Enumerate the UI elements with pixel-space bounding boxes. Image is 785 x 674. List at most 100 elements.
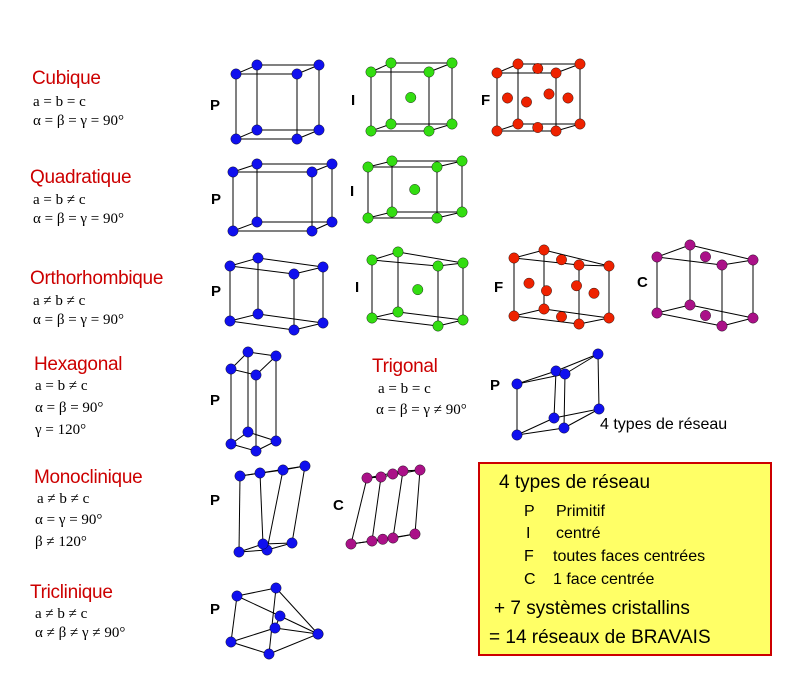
corner-atom <box>227 166 239 178</box>
corner-atom <box>299 460 311 472</box>
corner-atom <box>250 369 262 381</box>
system-param: a = b ≠ c <box>35 378 88 394</box>
lattice-edge <box>350 477 368 545</box>
corner-atom <box>291 68 303 80</box>
base-center-atom <box>377 533 389 545</box>
lattice-edge <box>371 259 439 267</box>
corner-atom <box>684 299 696 311</box>
corner-atom <box>446 57 458 69</box>
corner-atom <box>392 306 404 318</box>
system-param: a = b = c <box>33 94 86 110</box>
corner-atom <box>251 124 263 136</box>
lattice-edge <box>513 257 580 266</box>
system-param: β ≠ 120° <box>35 534 87 550</box>
face-center-atom <box>543 88 555 100</box>
lattice-edge <box>230 595 238 643</box>
lattice-edge <box>268 587 277 655</box>
corner-atom <box>366 535 378 547</box>
corner-atom <box>288 324 300 336</box>
corner-atom <box>270 435 282 447</box>
corner-atom <box>603 312 615 324</box>
corner-atom <box>457 257 469 269</box>
legend-desc: Primitif <box>556 503 605 520</box>
corner-atom <box>269 622 281 634</box>
corner-atom <box>270 350 282 362</box>
base-center-atom <box>700 251 711 263</box>
face-center-atom <box>521 96 532 108</box>
corner-atom <box>251 216 263 228</box>
corner-atom <box>414 464 426 476</box>
face-center-atom <box>541 285 552 297</box>
system-param: a = b = c <box>378 381 431 397</box>
corner-atom <box>231 590 243 602</box>
corner-atom <box>263 648 275 660</box>
corner-atom <box>592 348 604 360</box>
face-center-atom <box>532 122 544 133</box>
lattice-edge <box>414 469 421 535</box>
lattice-edge <box>266 469 284 551</box>
lattice-label-p: P <box>210 492 221 509</box>
face-center-atom <box>588 287 600 299</box>
corner-atom <box>716 259 728 271</box>
corner-atom <box>431 212 443 224</box>
system-param: a ≠ b ≠ c <box>37 491 90 507</box>
corner-atom <box>511 378 523 390</box>
legend-desc: 1 face centrée <box>553 571 655 588</box>
lattice-edge <box>229 265 295 275</box>
corner-atom <box>386 206 398 218</box>
corner-atom <box>233 546 245 558</box>
corner-atom <box>548 412 560 424</box>
corner-atom <box>362 212 374 224</box>
lattice-edge <box>397 251 464 264</box>
lattice-label-c: C <box>637 274 648 291</box>
system-name-cubique: Cubique <box>32 68 101 89</box>
corner-atom <box>603 260 615 272</box>
corner-atom <box>312 628 324 640</box>
corner-atom <box>684 239 696 251</box>
lattice-edge <box>689 244 754 261</box>
face-center-atom <box>532 63 544 74</box>
corner-atom <box>365 125 377 137</box>
corner-atom <box>508 252 520 264</box>
corner-atom <box>386 155 398 167</box>
corner-atom <box>747 254 759 266</box>
corner-atom <box>242 426 254 438</box>
lattice-edge <box>236 587 277 597</box>
corner-atom <box>313 124 325 136</box>
legend-code: C <box>524 571 536 588</box>
system-name-quadratique: Quadratique <box>30 167 132 188</box>
lattice-label-f: F <box>494 279 504 296</box>
lattice-label-p: P <box>490 377 501 394</box>
lattice-label-p: P <box>211 283 222 300</box>
corner-atom <box>313 59 325 71</box>
lattice-edge <box>236 595 281 617</box>
lattice-edge <box>238 475 241 553</box>
lattice-edge <box>564 353 599 375</box>
corner-atom <box>387 532 399 544</box>
corner-atom <box>230 133 242 145</box>
lattice-label-i: I <box>351 92 356 109</box>
system-param: α = β = γ = 90° <box>33 211 124 227</box>
corner-atom <box>423 66 435 78</box>
lattice-edge <box>516 370 557 385</box>
corner-atom <box>491 67 503 79</box>
lattice-edge <box>229 320 295 331</box>
corner-atom <box>423 125 435 137</box>
corner-atom <box>456 155 468 167</box>
corner-atom <box>317 261 329 273</box>
corner-atom <box>431 161 443 173</box>
corner-atom <box>432 320 444 332</box>
corner-atom <box>225 636 237 648</box>
corner-atom <box>224 260 236 272</box>
lattice-label-i: I <box>350 183 355 200</box>
corner-atom <box>491 125 503 137</box>
face-center-atom <box>562 92 574 104</box>
corner-atom <box>651 307 663 319</box>
corner-atom <box>538 244 550 256</box>
corner-atom <box>573 318 585 330</box>
corner-atom <box>326 158 338 170</box>
lattice-edge <box>257 313 324 324</box>
legend-line-systems: + 7 systèmes cristallins <box>494 598 690 619</box>
corner-atom <box>375 471 387 483</box>
